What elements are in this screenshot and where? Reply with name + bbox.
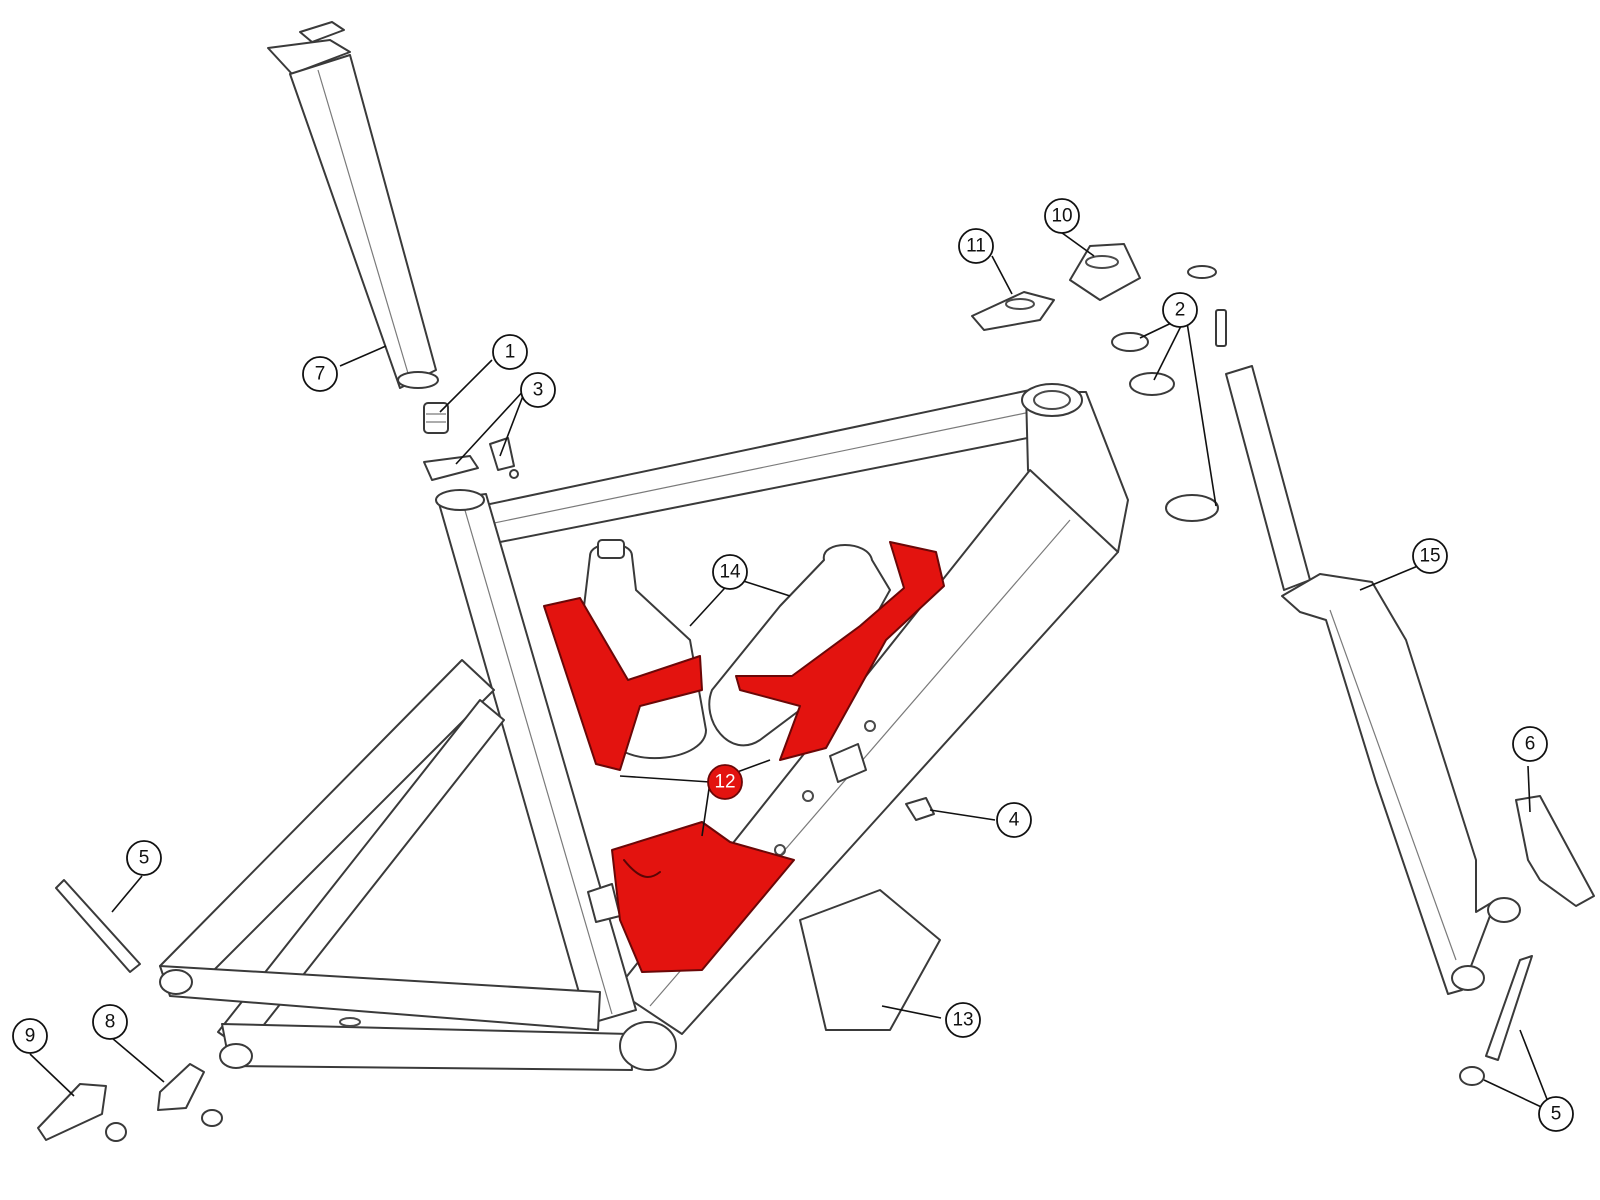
callout-10: 10 — [1044, 198, 1080, 234]
svg-text:15: 15 — [1419, 546, 1440, 567]
rear-derailleur-hanger-a — [157, 1063, 223, 1127]
bottle-cage-right — [735, 541, 945, 761]
svg-text:4: 4 — [1009, 810, 1020, 831]
fork — [1225, 365, 1521, 995]
callout-2: 2 — [1162, 292, 1198, 328]
callout-5-front-axle: 5 — [1538, 1096, 1574, 1132]
seatpost — [267, 21, 439, 389]
front-thru-axle — [1459, 955, 1533, 1086]
svg-text:14: 14 — [719, 562, 741, 583]
bottle-cage-left — [543, 597, 703, 771]
derailleur-cable-guide — [905, 797, 935, 821]
svg-text:7: 7 — [315, 364, 326, 385]
headset-top-cover — [1069, 243, 1141, 301]
callout-14: 14 — [712, 554, 748, 590]
water-bottle-right — [708, 544, 891, 747]
rear-thru-axle — [55, 879, 141, 973]
storage-box-lid — [799, 889, 941, 1031]
callout-9: 9 — [12, 1018, 48, 1054]
rear-derailleur-hanger-b — [37, 1083, 127, 1142]
headset-spacer — [971, 291, 1055, 331]
svg-text:10: 10 — [1051, 206, 1072, 227]
svg-text:1: 1 — [505, 342, 516, 363]
callout-8: 8 — [92, 1004, 128, 1040]
callout-7: 7 — [302, 356, 338, 392]
downtube-storage-box — [611, 821, 795, 973]
headset-bearings — [1111, 265, 1227, 522]
bike-frame — [159, 383, 1129, 1071]
callout-12: 12 — [707, 764, 743, 800]
leader-lines — [29, 229, 1553, 1113]
svg-text:9: 9 — [25, 1026, 36, 1047]
svg-text:6: 6 — [1525, 734, 1536, 755]
callout-1: 1 — [492, 334, 528, 370]
svg-text:2: 2 — [1175, 300, 1186, 321]
svg-text:8: 8 — [105, 1012, 116, 1033]
fork-fender-part — [1515, 795, 1595, 907]
callout-4: 4 — [996, 802, 1032, 838]
svg-text:3: 3 — [533, 380, 544, 401]
callout-13: 13 — [945, 1002, 981, 1038]
svg-text:13: 13 — [952, 1010, 973, 1031]
svg-text:11: 11 — [966, 236, 986, 257]
callout-11: 11 — [958, 228, 994, 264]
svg-text:12: 12 — [714, 772, 735, 793]
callout-15: 15 — [1412, 538, 1448, 574]
callout-5-rear-axle: 5 — [126, 840, 162, 876]
callout-3: 3 — [520, 372, 556, 408]
svg-text:5: 5 — [139, 848, 150, 869]
callout-6: 6 — [1512, 726, 1548, 762]
seat-clamp-parts — [423, 437, 519, 481]
svg-text:5: 5 — [1551, 1104, 1562, 1125]
